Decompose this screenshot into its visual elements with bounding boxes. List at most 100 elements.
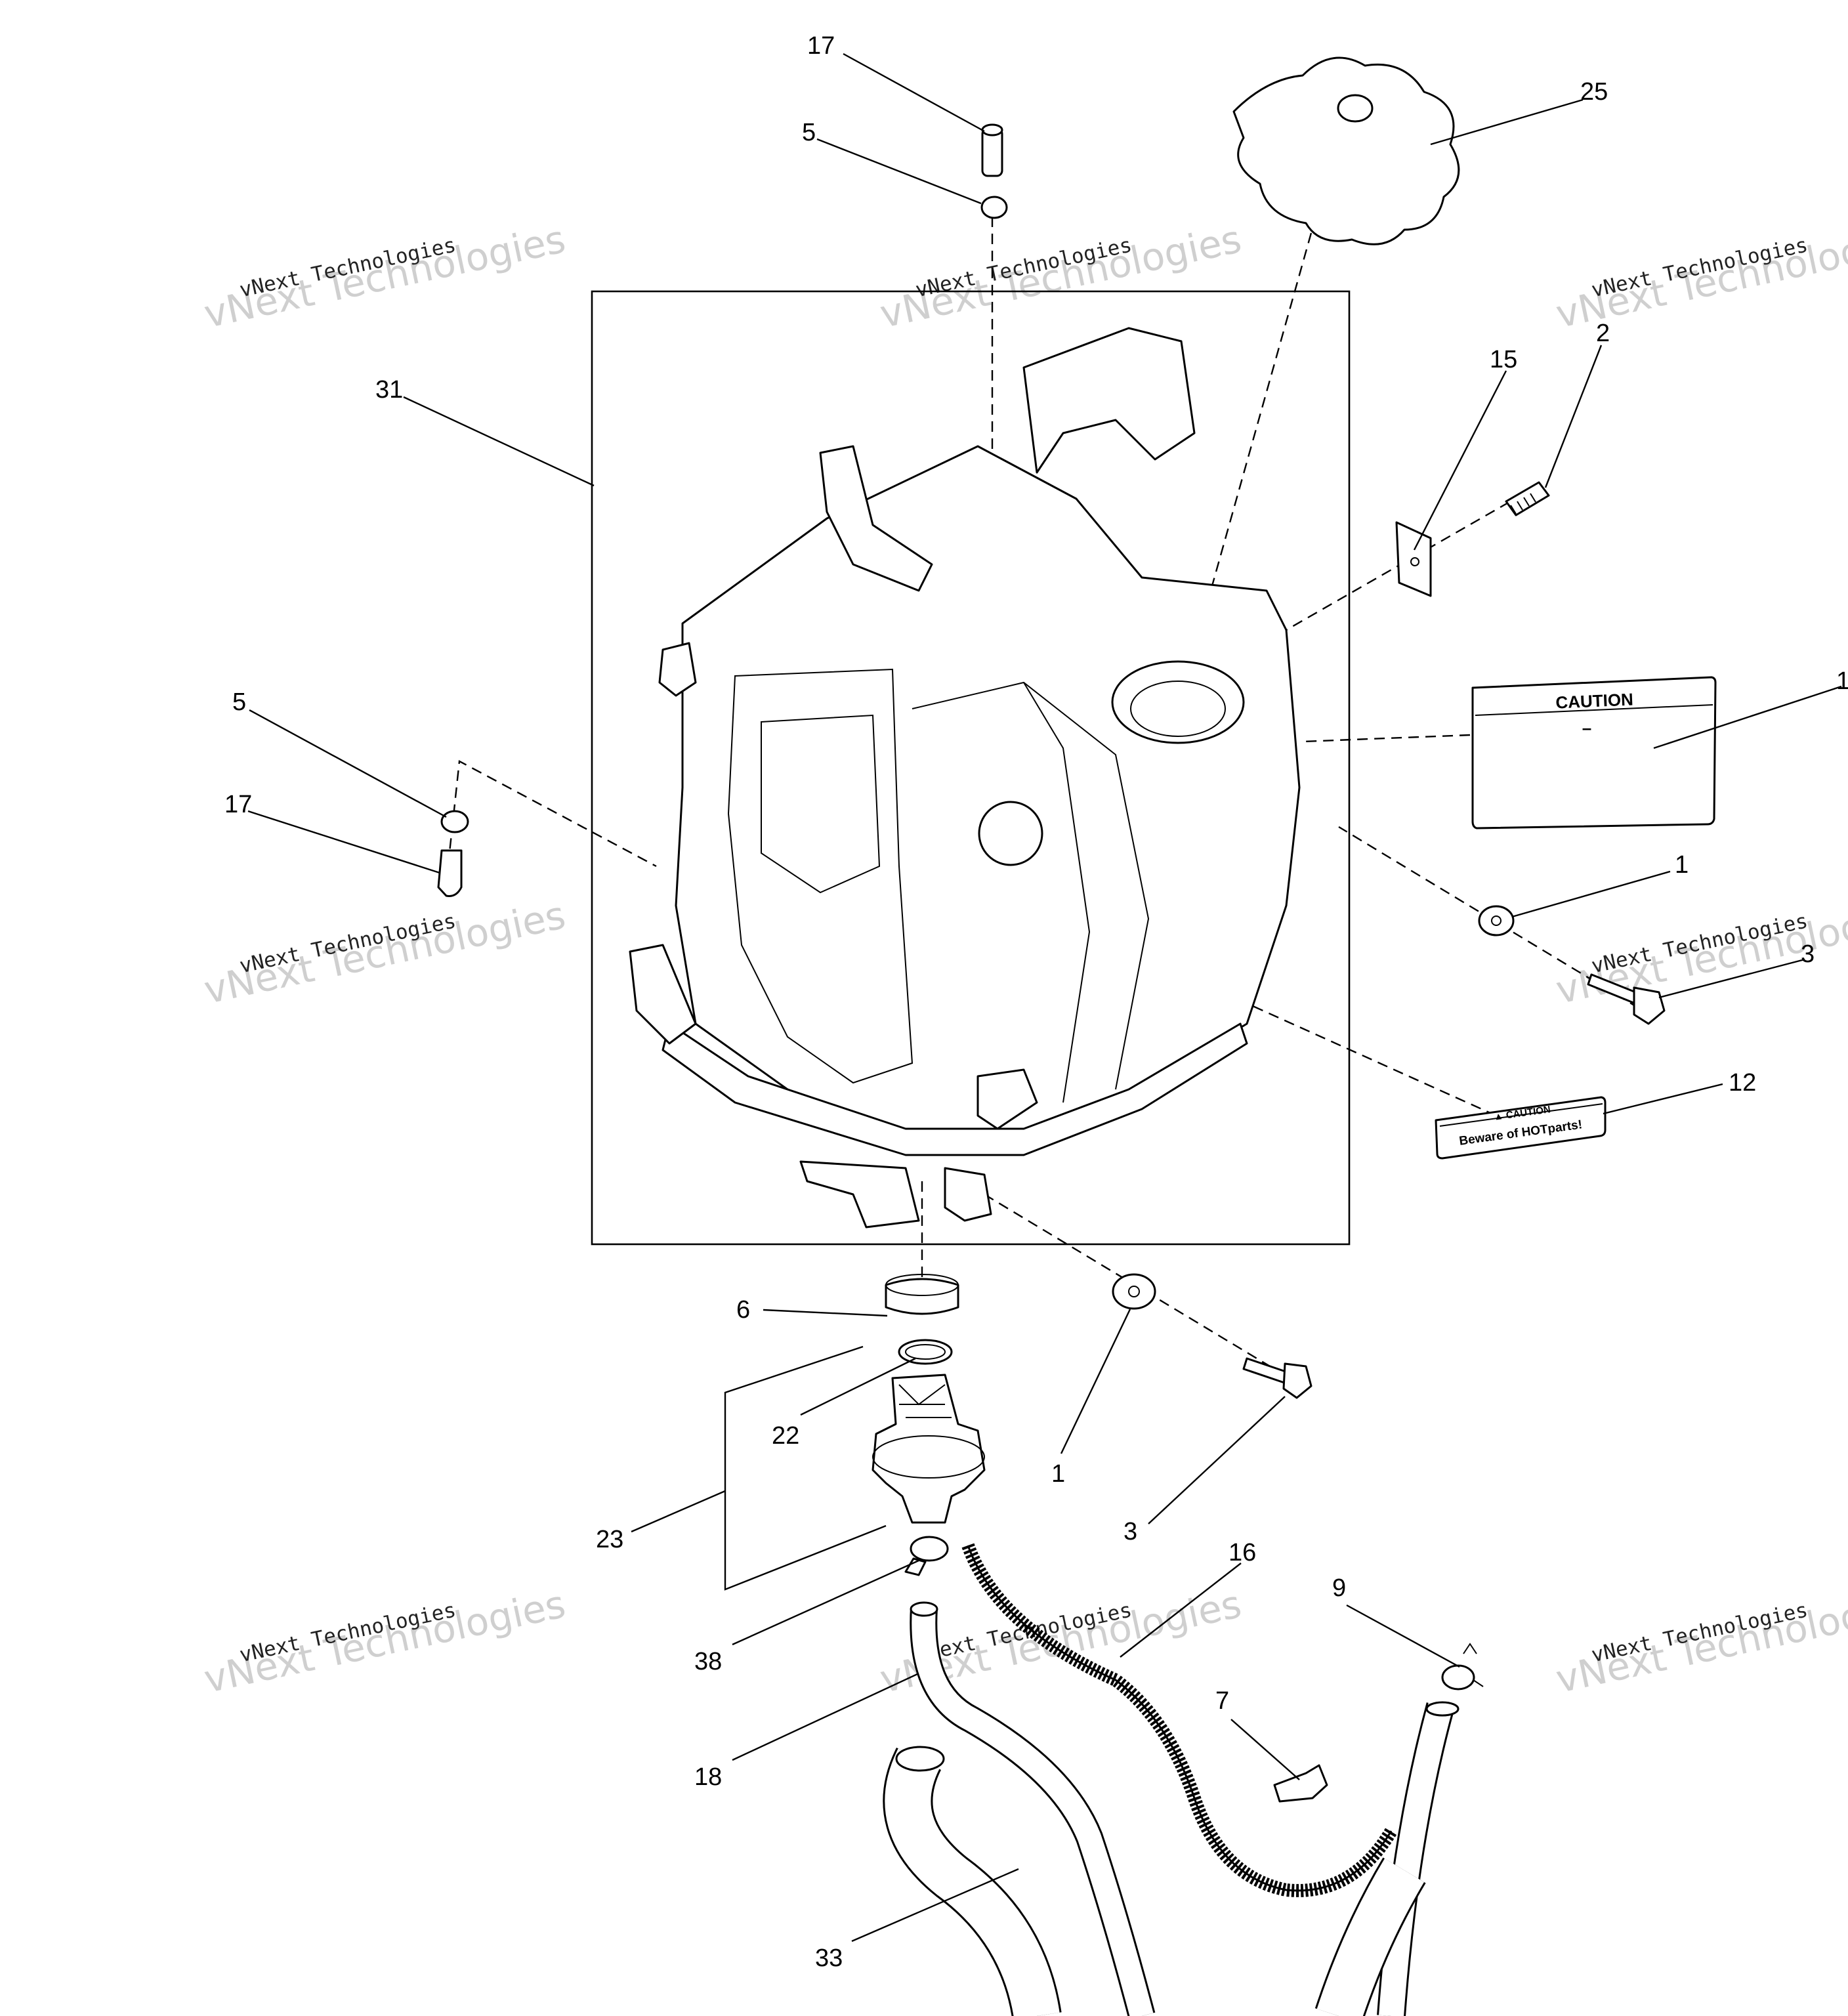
vent-clamp-left [440,810,469,833]
callout-7: 7 [1215,1687,1229,1715]
hot-parts-label: ▲ CAUTION Beware of HOTparts! [1435,1096,1606,1160]
callout-33: 33 [815,1944,843,1972]
screw [1505,481,1550,516]
hot-label-plate [1435,1096,1606,1160]
tank-recess-inner [761,714,881,894]
leader-line [1430,98,1584,146]
watermark-4: vNext Technologies vNext Technologies [200,892,569,1013]
assembly-frame [591,290,1351,1246]
fuel-hose-33-inner [885,1748,1060,2016]
bolt-head [1633,986,1666,1025]
tank-top-bracket [1022,327,1196,474]
tank-boss [978,801,1043,866]
watermark-7: vNext Technologies vNext Technologies [200,1582,569,1702]
leader-line [1603,1083,1723,1115]
tank-recess [727,668,914,1084]
callout-3-lower: 3 [1124,1518,1137,1545]
hoses [883,1601,1460,2016]
callout-16: 16 [1228,1539,1256,1566]
leader-line [1413,370,1507,551]
fuel-hose-33-end [895,1746,945,1772]
fuel-cap [1232,56,1460,245]
fuel-pump-stack [872,1274,986,1576]
pump-vanes [898,1384,952,1418]
assembly-line [445,760,657,883]
callout-17-left: 17 [224,791,252,818]
filler-neck [1111,660,1245,744]
leader-lines [247,52,1842,1942]
band-clamp-top [885,1274,959,1296]
vent-fitting-top [980,123,1008,219]
filler-neck-inner [1130,681,1226,737]
watermark-3: vNext Technologies vNext Technologies [1552,217,1848,337]
fuel-tank [629,327,1301,1228]
bolt-head [1282,1362,1312,1399]
band-clamp [885,1278,959,1315]
spring-clamp [1441,1664,1475,1690]
caution-label-body: – [1582,718,1591,738]
tank-body [675,445,1301,1156]
screw-threads [1510,493,1536,514]
pad-and-screw [1395,481,1550,597]
vent-clamp [980,196,1008,219]
washer-bolt-right [1478,905,1666,1025]
tank-ridge [912,681,1150,1090]
vent-hose-right-inner [1379,1702,1453,2016]
callout-25: 25 [1580,78,1608,106]
washer-hole [1491,915,1502,926]
leader-line [851,1868,1019,1942]
caution-label: CAUTION – [1471,676,1717,830]
pad-hole [1410,557,1419,566]
callout-5-left: 5 [232,688,246,716]
hose-clip-tab [904,1557,927,1576]
vent-fitting-top-cap [981,123,1003,136]
assembly-line [1302,734,1471,743]
coiled-hose-core [967,1545,1393,1892]
bolt [1242,1357,1291,1385]
vent-hose-right-end [1425,1701,1460,1717]
tank-bottom-bracket [799,1160,920,1228]
callout-15: 15 [1490,346,1517,373]
callout-12: 12 [1729,1069,1756,1097]
fuel-cap-knob [1337,94,1374,123]
callout-2: 2 [1596,320,1610,347]
leader-line [800,1357,916,1416]
washer-bolt-lower [1112,1273,1312,1399]
washer-hole [1128,1286,1140,1297]
callout-5-top: 5 [802,119,816,146]
callout-numbers: 17 5 25 31 15 2 1 5 17 1 3 12 6 22 23 1 … [224,32,1848,1972]
leader-line [1544,345,1603,488]
leader-line [1148,1396,1286,1524]
leader-line [1120,1563,1242,1658]
watermark-2: vNext Technologies vNext Technologies [876,217,1245,337]
assembly-line [1233,996,1497,1117]
pump-body [872,1374,986,1524]
callout-17-top: 17 [807,32,835,60]
callout-1-washer: 1 [1675,851,1689,879]
leader-line [1653,685,1842,749]
tank-mount-tab [819,445,933,592]
leader-line [247,810,440,874]
vent-fitting-left [437,810,469,897]
hose-clip [910,1536,949,1562]
spring-clamp-9 [1441,1643,1484,1690]
tank-connector [629,944,697,1045]
callout-22: 22 [772,1422,799,1450]
leader-line [732,1559,919,1646]
tank-left-tab [658,642,697,697]
leader-line [1060,1309,1131,1454]
spring-clamp-ears [1463,1643,1484,1687]
tank-outlet [944,1167,992,1222]
rubber-pad [1395,521,1432,597]
callout-6: 6 [736,1296,750,1324]
leader-line [1230,1719,1300,1780]
tank-lower-tray [662,1022,1248,1156]
fuel-hose-18-end [910,1601,938,1617]
fuel-hose-18-inner [912,1606,1154,2016]
o-ring-inner [905,1344,946,1360]
leader-line [249,709,447,818]
bracket-23 [724,1345,887,1591]
leader-line [816,138,982,205]
callout-3-right: 3 [1801,940,1815,968]
